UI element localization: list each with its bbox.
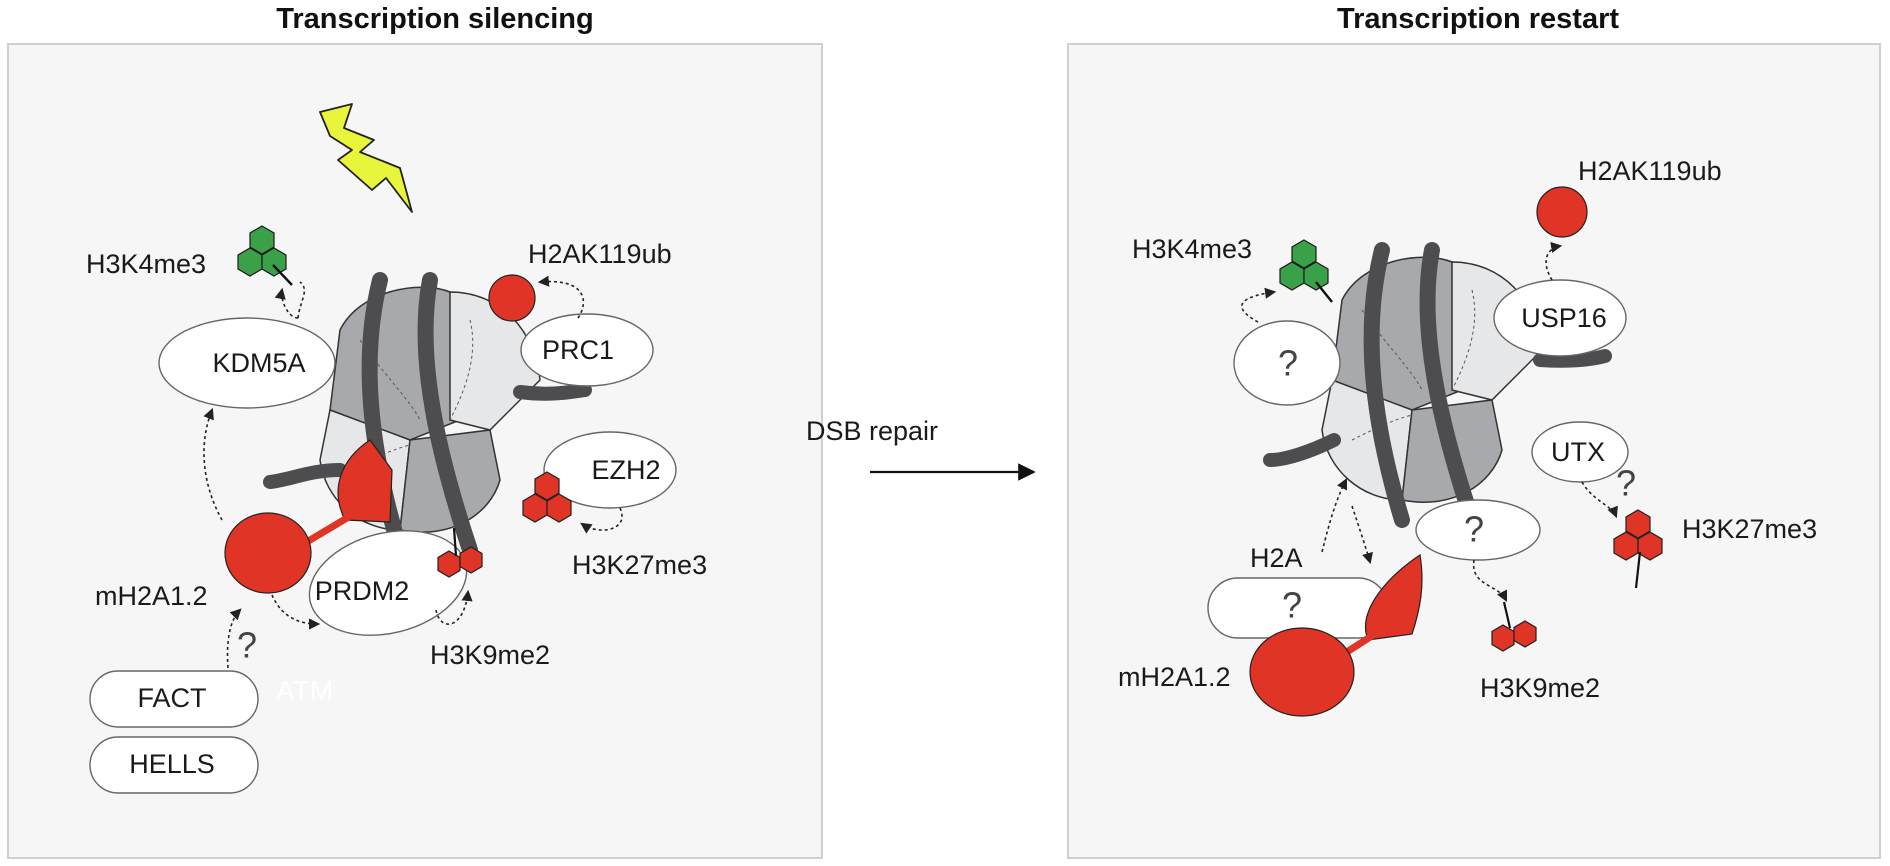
arrow-usp16-h2ak119ub [1545,241,1563,281]
dsb-repair-label: DSB repair [806,416,938,446]
h2ak119ub-label-left: H2AK119ub [528,239,672,269]
arrow-mh2a-kdm5a [203,407,223,521]
arrow-prc1-h2ak119ub [537,275,585,319]
arrow-kdm5a-h3k4me3 [282,282,306,319]
h2a-label: H2A [1250,543,1303,573]
prc1-node [520,313,654,387]
mh2a-macro-domain-left [224,512,312,594]
h3k27me3-tail-right [1634,551,1642,589]
arrow-fact-mh2a [226,608,242,669]
mh2a-histone-fold-left [337,439,393,523]
unknown-enzyme-middle-node [1415,499,1541,561]
dna-tail-left-right [1263,433,1341,467]
h3k27me3-label-left: H3K27me3 [572,550,707,580]
question-mark-left-node: ? [1278,343,1298,384]
utx-node [1531,421,1629,483]
title-right: Transcription restart [1337,3,1619,35]
hells-node [89,736,259,794]
mh2a12-label-left: mH2A1.2 [95,581,208,611]
arrow-middle-h3k9me2 [1472,559,1508,603]
question-mark-h2a: ? [1282,585,1302,626]
mh2a-macro-domain-right [1249,627,1355,717]
dna-tail-right-right [1533,349,1612,368]
mh2a12-label-right: mH2A1.2 [1118,662,1231,692]
h3k4me3-tail-right [1315,281,1333,303]
arrow-nucleosome-mh2a [1351,505,1373,565]
title-left: Transcription silencing [276,3,593,35]
ubiquitin-circle-icon-right [1536,186,1588,238]
utx-label: UTX [1551,437,1605,467]
arrow-prdm2-h3k9me2 [435,589,473,625]
arrow-node-h3k4me3 [1241,287,1277,323]
h3k4me3-label-right: H3K4me3 [1132,234,1252,264]
arrow-h2a-nucleosome [1321,477,1348,553]
question-mark-utx: ? [1616,463,1636,504]
fact-label: FACT [137,683,206,713]
h3k9me2-tail-left [452,527,458,557]
mh2a-linker-left [303,511,354,547]
unknown-demethylase-node [1233,320,1341,406]
question-mark-middle-node: ? [1464,509,1484,550]
usp16-node [1493,279,1627,357]
ezh2-label: EZH2 [591,455,660,485]
ezh2-node [543,431,677,509]
arrow-mh2a-prdm2 [271,594,321,630]
prdm2-label: PRDM2 [315,576,410,606]
h3k4me3-label-left: H3K4me3 [86,249,206,279]
h3k9me2-label-left: H3K9me2 [430,640,550,670]
h3k9me2-tail-right [1502,601,1512,629]
atm-label: ATM [276,675,333,706]
h3k9me2-label-right: H3K9me2 [1480,673,1600,703]
kdm5a-node [158,317,336,409]
lightning-bolt-icon [319,103,413,213]
ubiquitin-circle-icon-left [488,274,536,322]
kdm5a-label: KDM5A [212,348,305,378]
dna-tail-right [513,383,592,401]
h3k27me3-label-right: H3K27me3 [1682,514,1817,544]
usp16-label: USP16 [1521,303,1607,333]
prc1-label: PRC1 [542,335,614,365]
hells-label: HELLS [129,749,215,779]
h2ak119ub-label-right: H2AK119ub [1578,156,1722,186]
dna-tail-left [263,463,347,489]
question-mark-fact: ? [237,625,257,666]
arrow-ezh2-h3k27me3 [580,507,623,534]
fact-node [89,670,259,728]
